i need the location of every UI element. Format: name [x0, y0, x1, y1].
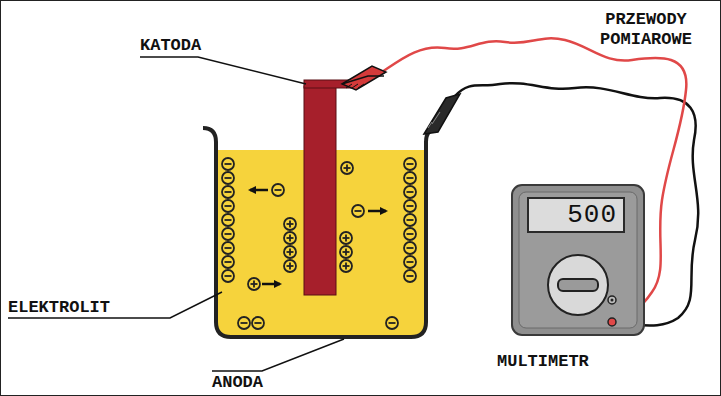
cation-symbol — [340, 260, 352, 272]
cathode-electrode — [304, 86, 336, 295]
part-name: ELEKTROLIT — [8, 298, 110, 318]
black-clip — [424, 94, 460, 134]
anion-symbol — [404, 256, 416, 268]
cation-symbol — [340, 232, 352, 244]
cation-symbol — [284, 260, 296, 272]
display-window: 500 — [527, 197, 625, 233]
anion-symbol — [404, 228, 416, 240]
part-name: KATODA — [140, 36, 201, 56]
anion-symbol — [222, 242, 234, 254]
motion-arrow — [262, 283, 280, 286]
anion-symbol — [404, 270, 416, 282]
anion-symbol — [222, 256, 234, 268]
anion-symbol — [352, 205, 364, 217]
anion-symbol — [404, 214, 416, 226]
part-name: MULTIMETR — [497, 352, 589, 372]
anion-symbol — [222, 186, 234, 198]
anion-symbol — [404, 242, 416, 254]
anion-symbol — [222, 228, 234, 240]
cation-symbol — [340, 246, 352, 258]
display-reading: 500 — [567, 200, 617, 230]
motion-arrow — [368, 210, 386, 213]
red-clip — [342, 66, 386, 90]
anion-symbol — [222, 200, 234, 212]
anion-symbol — [386, 317, 398, 329]
leader-line — [8, 292, 222, 318]
cation-symbol — [248, 278, 260, 290]
cation-symbol — [341, 162, 353, 174]
anion-symbol — [222, 214, 234, 226]
anion-symbol — [238, 317, 250, 329]
anion-symbol — [222, 172, 234, 184]
cation-symbol — [284, 218, 296, 230]
motion-arrow — [250, 189, 268, 192]
leader-line — [212, 339, 344, 371]
anion-symbol — [252, 317, 264, 329]
part-name: PRZEWODY POMIAROWE — [576, 10, 716, 49]
cation-symbol — [284, 232, 296, 244]
part-name: ANODA — [212, 373, 263, 393]
anion-symbol — [404, 200, 416, 212]
anion-symbol — [222, 270, 234, 282]
anion-symbol — [404, 172, 416, 184]
ions — [222, 158, 416, 329]
anion-symbol — [222, 158, 234, 170]
anion-symbol — [404, 158, 416, 170]
multimeter — [512, 185, 644, 335]
anion-symbol — [404, 186, 416, 198]
cation-symbol — [284, 246, 296, 258]
leader-line — [140, 57, 306, 84]
anion-symbol — [272, 184, 284, 196]
